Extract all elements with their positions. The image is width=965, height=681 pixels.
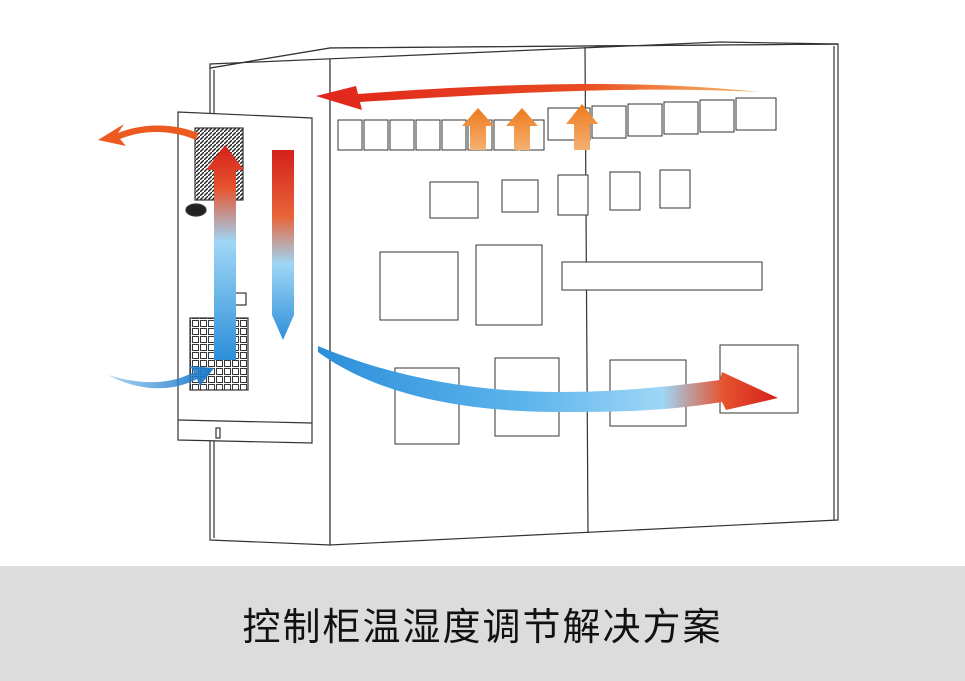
cool-airflow-arrow-icon	[318, 346, 778, 412]
heat-arrow-icon	[462, 108, 494, 150]
rising-heat-arrows	[462, 104, 598, 150]
brand-logo-icon	[185, 203, 207, 217]
airflow-down-arrow-icon	[272, 150, 294, 340]
airflow-up-arrow-icon	[206, 145, 244, 360]
caption-bar: 控制柜温湿度调节解决方案	[0, 566, 965, 681]
hot-return-airflow-arrow-icon	[316, 83, 760, 110]
heat-arrow-icon	[506, 108, 538, 150]
page-title: 控制柜温湿度调节解决方案	[242, 605, 723, 649]
heat-arrow-icon	[566, 104, 598, 150]
exhaust-airflow-arrow-icon	[98, 124, 198, 146]
inlet-airflow-arrow-icon	[108, 366, 214, 389]
control-modules	[379, 169, 799, 445]
cabinet-cooling-illustration	[98, 41, 839, 546]
